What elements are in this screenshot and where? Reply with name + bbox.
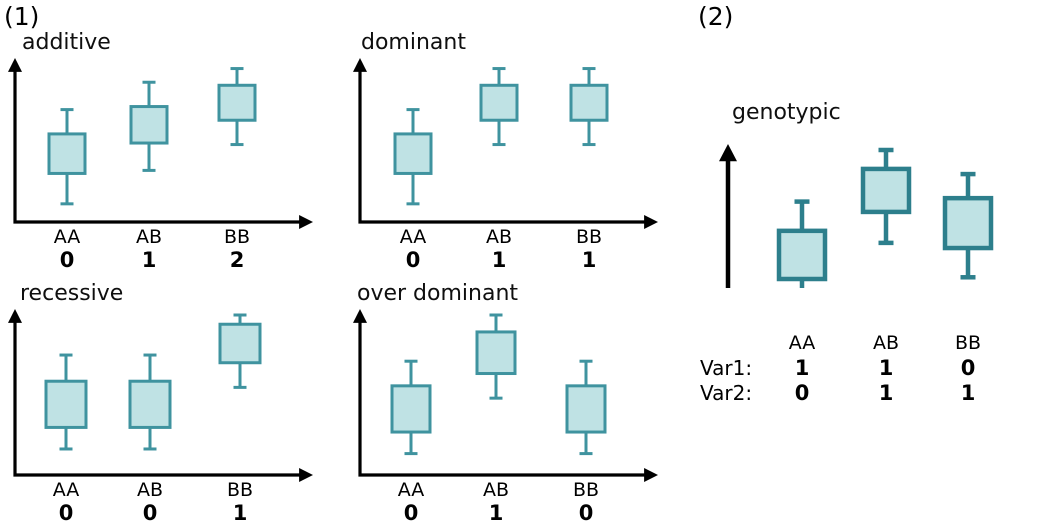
panel-title-genotypic: genotypic <box>732 100 841 125</box>
variable-value-2-AB: 1 <box>878 381 894 405</box>
category-label-AA: AA <box>399 226 427 248</box>
box-plot-dominant-AB <box>479 67 519 147</box>
genotype-code-dominant-BB: 1 <box>581 248 597 272</box>
panel-title-over-dominant: over dominant <box>357 281 519 306</box>
category-label-AB: AB <box>482 479 510 501</box>
axes-over-dominant <box>353 309 658 482</box>
category-label-AA: AA <box>397 479 425 501</box>
category-label-AB: AB <box>136 479 164 501</box>
plot-area-dominant <box>353 58 658 229</box>
category-label-AB: AB <box>872 332 900 354</box>
genotype-code-additive-AB: 1 <box>141 248 157 272</box>
category-label-AA: AA <box>788 332 816 354</box>
variable-row-label-2: Var2: <box>700 381 753 405</box>
box-plot-recessive-AB <box>128 353 172 451</box>
axes-genotypic <box>719 144 737 288</box>
category-label-BB: BB <box>226 479 254 501</box>
genotype-code-additive-AA: 0 <box>59 248 75 272</box>
box-plot-over-dominant-BB <box>565 359 607 456</box>
box-plot-over-dominant-AB <box>475 313 517 400</box>
variable-value-1-AA: 1 <box>794 356 810 380</box>
category-label-AB: AB <box>135 226 163 248</box>
category-label-BB: BB <box>575 226 603 248</box>
box-plot-genotypic-AB <box>860 147 912 246</box>
box-plot-additive-AA <box>47 108 87 206</box>
box-plot-additive-BB <box>217 67 257 147</box>
box-plot-dominant-BB <box>569 67 609 147</box>
axes-recessive <box>8 309 313 482</box>
box-plot-dominant-AA <box>393 108 433 206</box>
genotype-code-recessive-AA: 0 <box>58 501 74 525</box>
box-plot-recessive-BB <box>218 313 262 389</box>
group-label-1: (1) <box>4 2 40 31</box>
category-column-genotypic-AA: AA <box>772 332 832 354</box>
variable-value-2-BB: 1 <box>960 381 976 405</box>
variable-value-1-BB: 0 <box>960 356 976 380</box>
box-plot-genotypic-BB <box>942 171 994 280</box>
genotype-code-dominant-AB: 1 <box>491 248 507 272</box>
genotype-code-recessive-AB: 0 <box>142 501 158 525</box>
genotype-code-additive-BB: 2 <box>229 248 245 272</box>
box-plot-recessive-AA <box>44 353 88 451</box>
genotype-code-over-dominant-AB: 1 <box>488 501 504 525</box>
genotype-code-recessive-BB: 1 <box>232 501 248 525</box>
genotype-code-over-dominant-AA: 0 <box>403 501 419 525</box>
axes-additive <box>8 58 313 229</box>
variable-row-label-1: Var1: <box>700 356 753 380</box>
category-label-BB: BB <box>223 226 251 248</box>
category-label-AA: AA <box>52 479 80 501</box>
plot-area-recessive <box>8 309 313 482</box>
box-plot-additive-AB <box>129 80 169 172</box>
category-label-BB: BB <box>572 479 600 501</box>
category-label-BB: BB <box>954 332 982 354</box>
category-label-AA: AA <box>53 226 81 248</box>
panel-title-recessive: recessive <box>20 281 124 306</box>
plot-area-over-dominant <box>353 309 658 482</box>
category-column-genotypic-AB: AB <box>856 332 916 354</box>
box-plot-genotypic-AA <box>776 199 828 288</box>
plot-area-additive <box>8 58 313 229</box>
box-plot-over-dominant-AA <box>390 359 432 456</box>
genotype-code-over-dominant-BB: 0 <box>578 501 594 525</box>
category-column-genotypic-BB: BB <box>938 332 998 354</box>
axes-dominant <box>353 58 658 229</box>
variable-value-2-AA: 0 <box>794 381 810 405</box>
panel-title-dominant: dominant <box>361 30 466 55</box>
group-label-2: (2) <box>698 2 734 31</box>
plot-area-genotypic <box>719 144 994 288</box>
variable-value-1-AB: 1 <box>878 356 894 380</box>
panel-title-additive: additive <box>22 30 111 55</box>
category-label-AB: AB <box>485 226 513 248</box>
genotype-code-dominant-AA: 0 <box>405 248 421 272</box>
